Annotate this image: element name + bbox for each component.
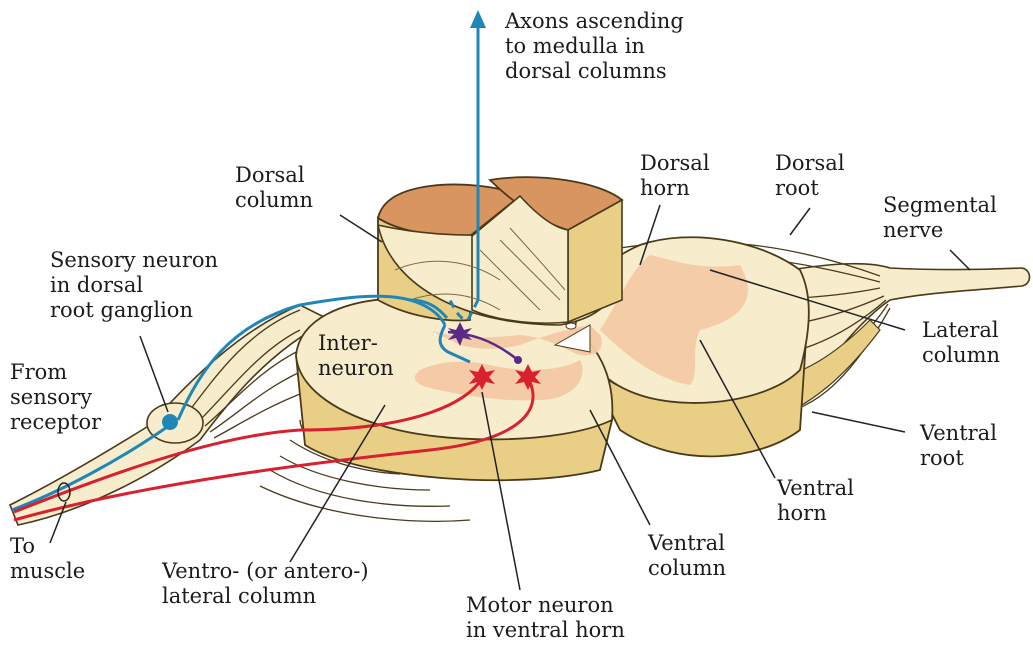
label-line: root [920, 446, 964, 470]
label-line: Ventral [776, 476, 854, 500]
label-line: column [235, 188, 313, 212]
label-line: neuron [318, 356, 394, 380]
label-line: Lateral [922, 318, 999, 342]
label-line: sensory [10, 385, 92, 409]
label-line: Ventro- (or antero-) [161, 559, 369, 583]
label-line: Dorsal [235, 163, 305, 187]
label-line: Motor neuron [466, 593, 614, 617]
label-line: in ventral horn [466, 618, 625, 642]
label-line: Inter- [318, 331, 378, 355]
label-line: nerve [883, 218, 943, 242]
label-line: horn [777, 501, 827, 525]
ganglion-cell-icon [162, 414, 178, 430]
label-line: Axons ascending [504, 9, 684, 33]
label-line: lateral column [162, 584, 316, 608]
label-line: Ventral [647, 531, 725, 555]
label-line: From [10, 360, 67, 384]
label-line: Dorsal [640, 151, 710, 175]
arrow-up-icon [470, 10, 486, 28]
label-line: Dorsal [775, 151, 845, 175]
label-line: in dorsal [50, 273, 143, 297]
label-line: Ventral [919, 421, 997, 445]
label-line: root ganglion [50, 298, 193, 322]
label-line: To [10, 534, 35, 558]
label-line: column [648, 556, 726, 580]
label-line: to medulla in [505, 34, 645, 58]
label-line: column [922, 343, 1000, 367]
label-line: dorsal columns [505, 59, 667, 83]
label-line: muscle [10, 559, 85, 583]
label-line: Sensory neuron [50, 248, 218, 272]
label-ventrolateral-column: Ventro- (or antero-)lateral column [161, 559, 369, 608]
label-line: receptor [10, 410, 102, 434]
label-line: Segmental [883, 193, 997, 217]
label-line: horn [640, 176, 690, 200]
label-line: root [775, 176, 819, 200]
left-hemicord [296, 298, 612, 481]
